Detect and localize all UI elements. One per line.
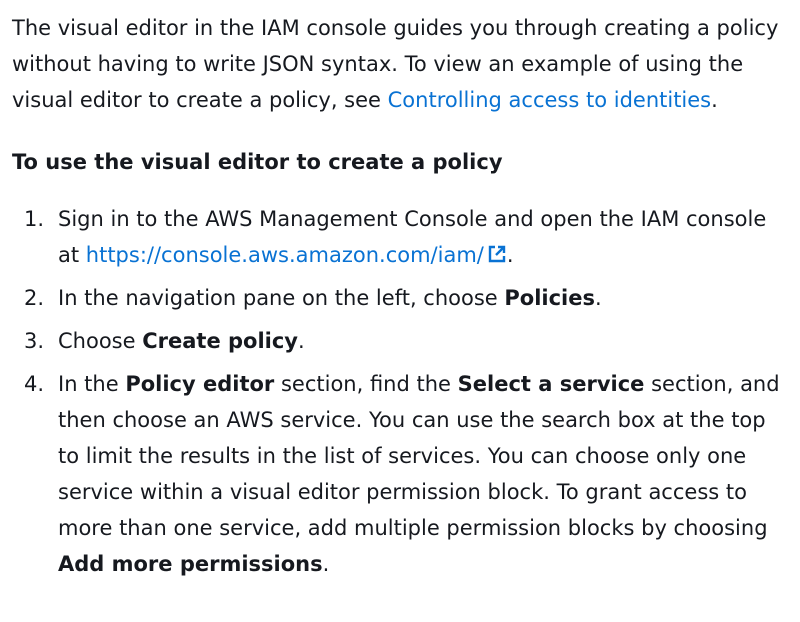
procedure-steps: 1. Sign in to the AWS Management Console … <box>12 201 782 582</box>
step-text: Choose <box>58 329 143 353</box>
intro-text-end: . <box>711 88 718 112</box>
step-text-end: . <box>298 329 305 353</box>
iam-console-link[interactable]: https://console.aws.amazon.com/iam/ <box>86 243 507 267</box>
select-a-service-ui-label: Select a service <box>457 372 645 396</box>
step-item: 1. Sign in to the AWS Management Console … <box>12 201 782 273</box>
step-item: 4. In the Policy editor section, find the… <box>12 366 782 582</box>
step-item: 2. In the navigation pane on the left, ch… <box>12 280 782 316</box>
step-text-end: . <box>506 243 514 267</box>
step-item: 3. Choose Create policy. <box>12 323 782 359</box>
step-text-end: . <box>322 552 330 576</box>
iam-console-link-text: https://console.aws.amazon.com/iam/ <box>85 243 484 267</box>
intro-paragraph: The visual editor in the IAM console gui… <box>12 10 782 118</box>
step-number: 3. <box>24 329 45 353</box>
step-text-end: . <box>595 286 602 310</box>
intro-text: The visual editor in the IAM console gui… <box>12 16 779 112</box>
procedure-title: To use the visual editor to create a pol… <box>12 150 503 174</box>
controlling-access-link[interactable]: Controlling access to identities <box>387 88 712 112</box>
add-more-permissions-ui-label: Add more permissions <box>58 552 323 576</box>
step-number: 2. <box>24 286 45 310</box>
step-text: Sign in to the AWS Management Console an… <box>58 207 767 267</box>
step-number: 1. <box>24 207 45 231</box>
create-policy-ui-label: Create policy <box>142 329 298 353</box>
policies-ui-label: Policies <box>504 286 595 310</box>
step-text: section, find the <box>274 372 458 396</box>
step-text: In the <box>58 372 126 396</box>
external-link-icon <box>487 244 507 264</box>
step-number: 4. <box>24 372 45 396</box>
step-text: section, and then choose an AWS service.… <box>58 372 780 540</box>
policy-editor-ui-label: Policy editor <box>125 372 275 396</box>
step-text: In the navigation pane on the left, choo… <box>58 286 505 310</box>
